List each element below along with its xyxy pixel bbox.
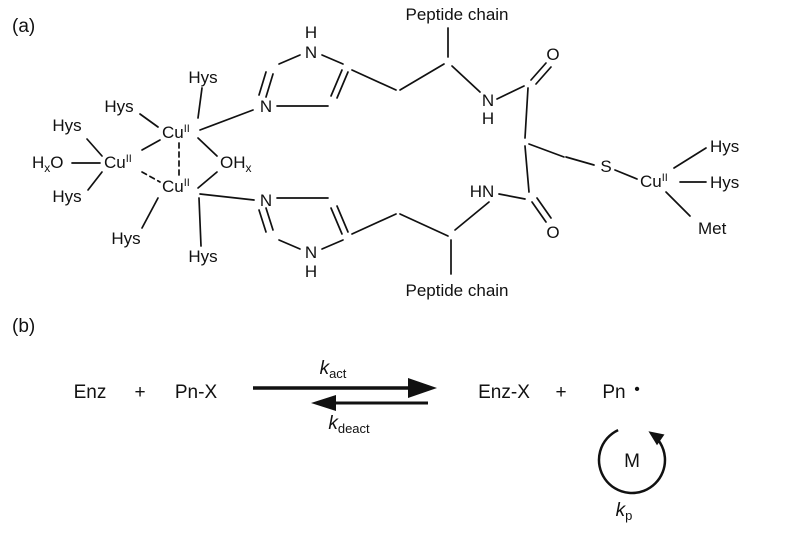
hys-label-right-top: Hys <box>710 137 739 156</box>
k-p-label: kp <box>616 500 633 523</box>
peptide-chain-bottom-label: Peptide chain <box>405 281 508 300</box>
plus-sign-left: + <box>134 382 145 403</box>
top-amide-h: H <box>482 109 494 128</box>
panel-b-label: (b) <box>12 316 35 337</box>
top-carbonyl-o: O <box>546 45 559 64</box>
sulfur-label: S <box>600 157 611 176</box>
forward-arrow <box>253 378 437 398</box>
copper-right-label: CuII <box>640 172 668 191</box>
radical-label: Pn <box>602 382 625 403</box>
k-deact-label: kdeact <box>328 413 370 436</box>
hydroxo-bridge-label: OHx <box>220 153 252 175</box>
copper-top-label: CuII <box>162 123 190 142</box>
propagation-cycle-arrow <box>597 428 667 495</box>
top-imidazole-nh-n: N <box>305 43 317 62</box>
copper-bottom-label: CuII <box>162 177 190 196</box>
top-imidazole-nh-h: H <box>305 23 317 42</box>
initiator-label: Pn-X <box>175 382 218 403</box>
k-act-label: kact <box>320 358 347 381</box>
hys-label-left-lower: Hys <box>52 187 81 206</box>
bottom-carbonyl-o: O <box>546 223 559 242</box>
hys-label-left-upper: Hys <box>52 116 81 135</box>
hys-label-top-center: Hys <box>188 68 217 87</box>
hys-label-lower-diag: Hys <box>111 229 140 248</box>
copper-left-label: CuII <box>104 153 132 172</box>
central-copper-bonds <box>139 87 255 247</box>
enzyme-label: Enz <box>74 382 107 403</box>
peptide-chain-top-label: Peptide chain <box>405 5 508 24</box>
bottom-imidazole-bonds <box>258 197 449 250</box>
bottom-imidazole-n1: N <box>260 191 272 210</box>
radical-dot: • <box>634 381 640 398</box>
top-amide-n: N <box>482 91 494 110</box>
product-label: Enz-X <box>478 382 530 403</box>
hys-label-bottom-center: Hys <box>188 247 217 266</box>
bottom-imidazole-nh-h: H <box>305 262 317 281</box>
monomer-label: M <box>624 451 640 472</box>
right-copper-bonds <box>528 143 707 217</box>
bottom-amide-hn: HN <box>470 182 495 201</box>
top-amide-bonds <box>496 62 552 139</box>
top-imidazole-n1: N <box>260 97 272 116</box>
aqua-ligand-label: HxO <box>32 153 64 175</box>
plus-sign-right: + <box>555 382 566 403</box>
reverse-arrow <box>311 395 428 411</box>
bottom-imidazole-nh-n: N <box>305 243 317 262</box>
panel-a-label: (a) <box>12 16 35 37</box>
hys-label-upper-diag: Hys <box>104 97 133 116</box>
left-copper-bonds <box>71 138 161 191</box>
hys-label-right-mid: Hys <box>710 173 739 192</box>
met-label: Met <box>698 219 727 238</box>
bottom-amide-bonds <box>450 145 552 275</box>
top-imidazole-bonds <box>258 27 481 107</box>
